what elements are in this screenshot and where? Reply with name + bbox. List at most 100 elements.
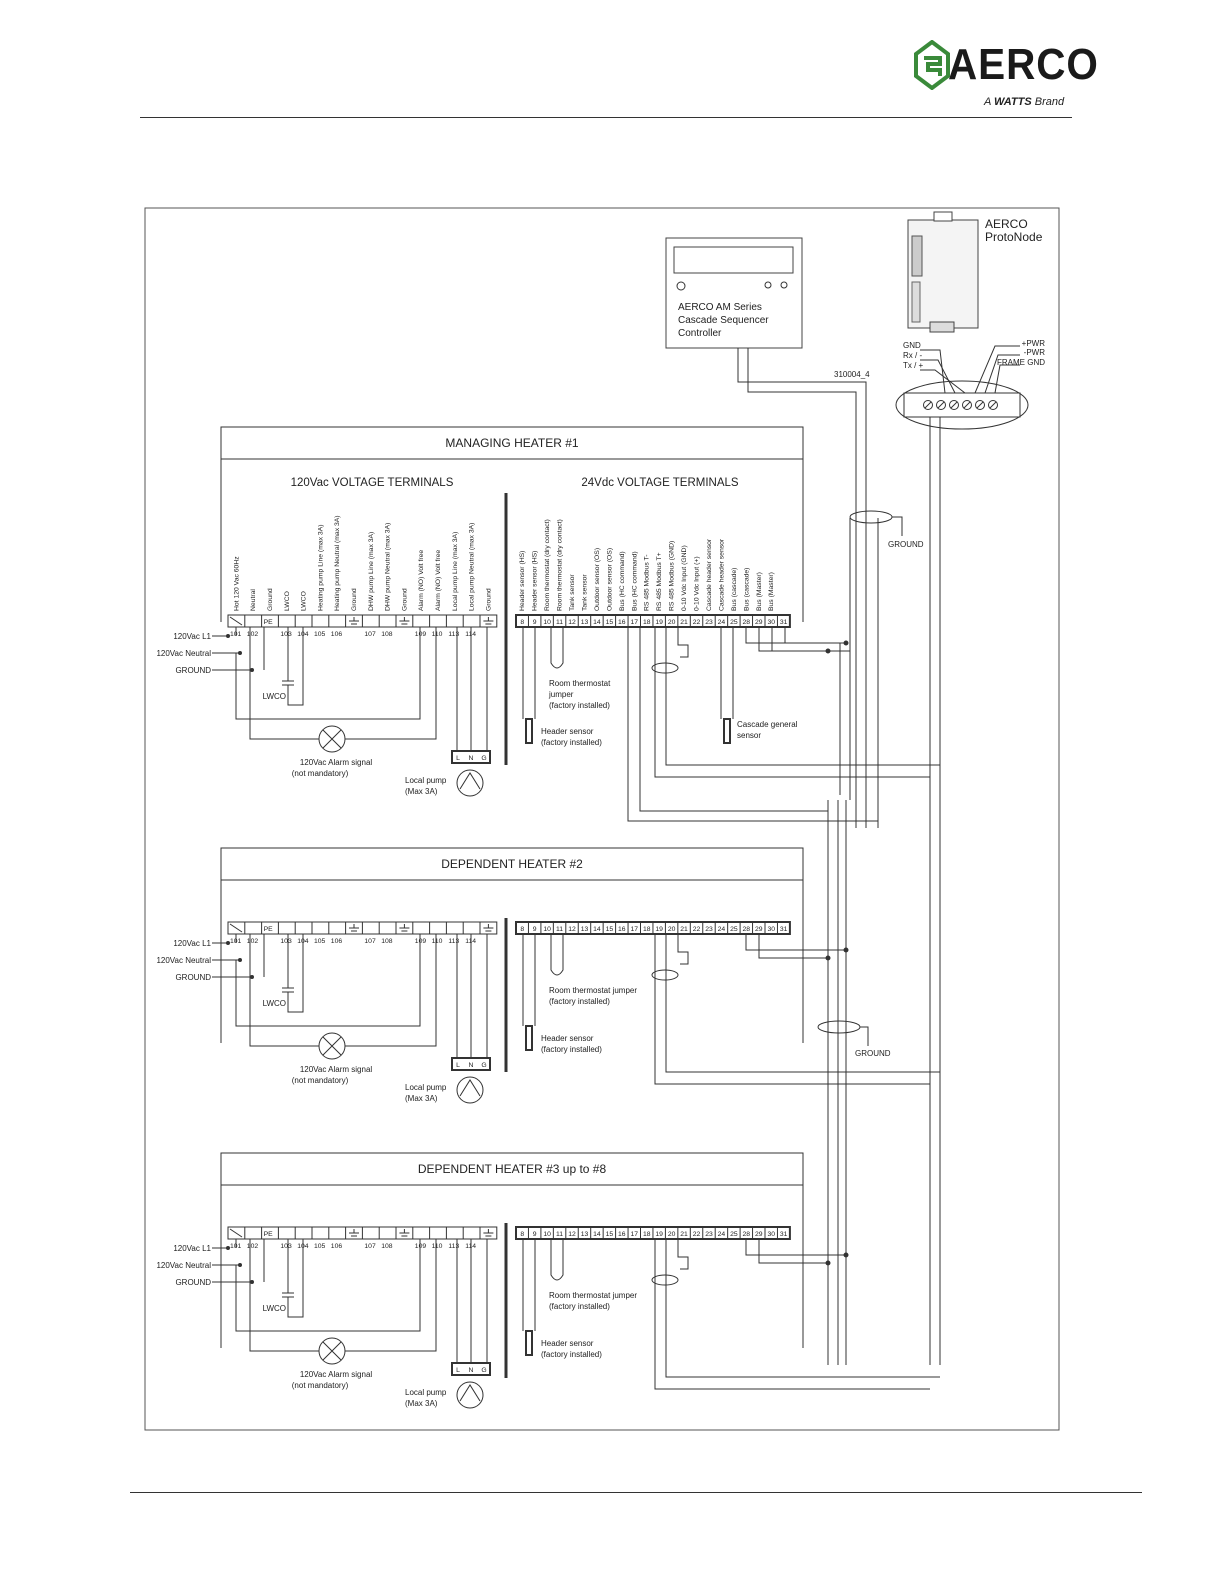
- supply-label-1: 120Vac Neutral: [156, 956, 211, 965]
- terminal-24-8: 8: [520, 926, 524, 933]
- terminal-120-103: 103: [280, 631, 292, 638]
- heater-title: DEPENDENT HEATER #3 up to #8: [418, 1162, 607, 1176]
- header-sensor-note: (factory installed): [541, 1045, 602, 1054]
- pump-terminal-L: L: [456, 1062, 460, 1069]
- supply-label-1: 120Vac Neutral: [156, 1261, 211, 1270]
- terminal-24-17: 17: [630, 619, 638, 626]
- terminal-24-14: 14: [593, 926, 601, 933]
- terminal-24-17: 17: [630, 1231, 638, 1238]
- cascade-sensor-label-1: Cascade general: [737, 720, 798, 729]
- label-24-15: Cascade header sensor: [706, 538, 713, 611]
- terminal-24-29: 29: [755, 926, 763, 933]
- heater-title: DEPENDENT HEATER #2: [441, 857, 583, 871]
- label-24-19: Bus (Master): [756, 572, 763, 611]
- pump-label-1: Local pump: [405, 1388, 447, 1397]
- figure-ref: 310004_4: [834, 370, 870, 379]
- label-120-1: Neutral: [250, 589, 257, 611]
- alarm-label-1: 120Vac Alarm signal: [300, 758, 373, 767]
- header-rule: [140, 117, 1072, 118]
- terminal-120-102: 102: [247, 1243, 259, 1250]
- terminal-24-29: 29: [755, 1231, 763, 1238]
- terminal-24-31: 31: [780, 1231, 788, 1238]
- label-24-0: Header sensor (HS): [519, 551, 526, 611]
- lwco-label: LWCO: [263, 999, 286, 1008]
- label-120-10: Ground: [401, 588, 408, 611]
- label-120-14: Local pump Neutral (max 3A): [469, 523, 476, 611]
- terminal-24-31: 31: [780, 926, 788, 933]
- label-120-6: Heating pump Neutral (max 3A): [334, 515, 341, 611]
- terminal-120-108: 108: [381, 1243, 393, 1250]
- thermostat-label-1: Room thermostat: [549, 679, 611, 688]
- terminal-24-8: 8: [520, 619, 524, 626]
- terminal-24-15: 15: [606, 619, 614, 626]
- diagram-frame: [144, 207, 1060, 1431]
- terminal-24-18: 18: [643, 1231, 651, 1238]
- protonode-connector-callout: [895, 380, 1029, 430]
- label-24-18: Bus (cascade): [743, 568, 750, 611]
- pin-gnd: GND: [903, 341, 921, 350]
- terminal-24-18: 18: [643, 926, 651, 933]
- terminal-120-113: 113: [448, 1243, 459, 1250]
- label-120-9: DHW pump Neutral (max 3A): [385, 523, 392, 611]
- label-24-9: Bus (HC command): [631, 551, 638, 611]
- terminal-120-102: 102: [247, 938, 259, 945]
- alarm-label-2: (not mandatory): [292, 1381, 349, 1390]
- pump-terminal-G: G: [481, 755, 486, 762]
- terminal-24-24: 24: [718, 926, 726, 933]
- label-24-7: Outdoor sensor (OS): [606, 548, 613, 611]
- terminal-120-106: 106: [331, 1243, 343, 1250]
- terminal-24-24: 24: [718, 1231, 726, 1238]
- terminal-24-10: 10: [543, 926, 551, 933]
- header-sensor-label: Header sensor: [541, 1034, 594, 1043]
- terminal-24-30: 30: [767, 1231, 775, 1238]
- thermostat-label-2: (factory installed): [549, 997, 610, 1006]
- terminal-24-13: 13: [581, 619, 589, 626]
- label-120-12: Alarm (NO) Volt free: [435, 550, 442, 611]
- section-120vac-title: 120Vac VOLTAGE TERMINALS: [291, 477, 454, 489]
- terminal-24-30: 30: [767, 619, 775, 626]
- terminal-24-19: 19: [655, 619, 663, 626]
- terminal-24-23: 23: [705, 1231, 713, 1238]
- terminal-120-110: 110: [432, 1243, 443, 1250]
- label-24-3: Room thermostat (dry contact): [557, 519, 564, 611]
- terminal-24-13: 13: [581, 1231, 589, 1238]
- aerco-leaf-icon: [914, 40, 950, 90]
- terminal-24-11: 11: [556, 926, 563, 933]
- cascade-controller: AERCO AM Series Cascade Sequencer Contro…: [665, 237, 870, 379]
- alarm-label-2: (not mandatory): [292, 1076, 349, 1085]
- terminal-24-23: 23: [705, 619, 713, 626]
- terminal-120-107: 107: [364, 938, 376, 945]
- terminal-24-11: 11: [556, 1231, 563, 1238]
- brand-name: AERCO: [948, 40, 1099, 89]
- pump-label-1: Local pump: [405, 776, 447, 785]
- thermostat-label-1: Room thermostat jumper: [549, 986, 637, 995]
- pump-terminal-G: G: [481, 1367, 486, 1374]
- protonode-terminal-block: [903, 392, 1021, 418]
- ground-label-1: GROUND: [888, 540, 924, 549]
- terminal-24-16: 16: [618, 1231, 626, 1238]
- supply-label-0: 120Vac L1: [173, 1244, 211, 1253]
- cascade-sensor-label-2: sensor: [737, 731, 761, 740]
- label-120-15: Ground: [485, 588, 492, 611]
- terminal-120-106: 106: [331, 938, 343, 945]
- supply-label-2: GROUND: [175, 973, 211, 982]
- terminal-120-109: 109: [415, 1243, 427, 1250]
- label-24-13: 0-10 Vdc Input (GND): [681, 545, 688, 611]
- pin-pwr-plus: +PWR: [1022, 339, 1046, 348]
- lwco-label: LWCO: [263, 692, 286, 701]
- terminal-120-113: 113: [448, 631, 459, 638]
- terminal-24-23: 23: [705, 926, 713, 933]
- label-24-2: Room thermostat (dry contact): [544, 519, 551, 611]
- label-24-6: Outdoor sensor (OS): [594, 548, 601, 611]
- label-24-4: Tank sensor: [569, 574, 576, 611]
- terminal-120-105: 105: [314, 1243, 326, 1250]
- pe-label: PE: [264, 1231, 274, 1238]
- terminal-24-28: 28: [743, 1231, 751, 1238]
- terminal-24-20: 20: [668, 619, 676, 626]
- pe-label: PE: [264, 926, 274, 933]
- alarm-label-1: 120Vac Alarm signal: [300, 1370, 373, 1379]
- terminal-24-9: 9: [533, 926, 537, 933]
- supply-label-2: GROUND: [175, 1278, 211, 1287]
